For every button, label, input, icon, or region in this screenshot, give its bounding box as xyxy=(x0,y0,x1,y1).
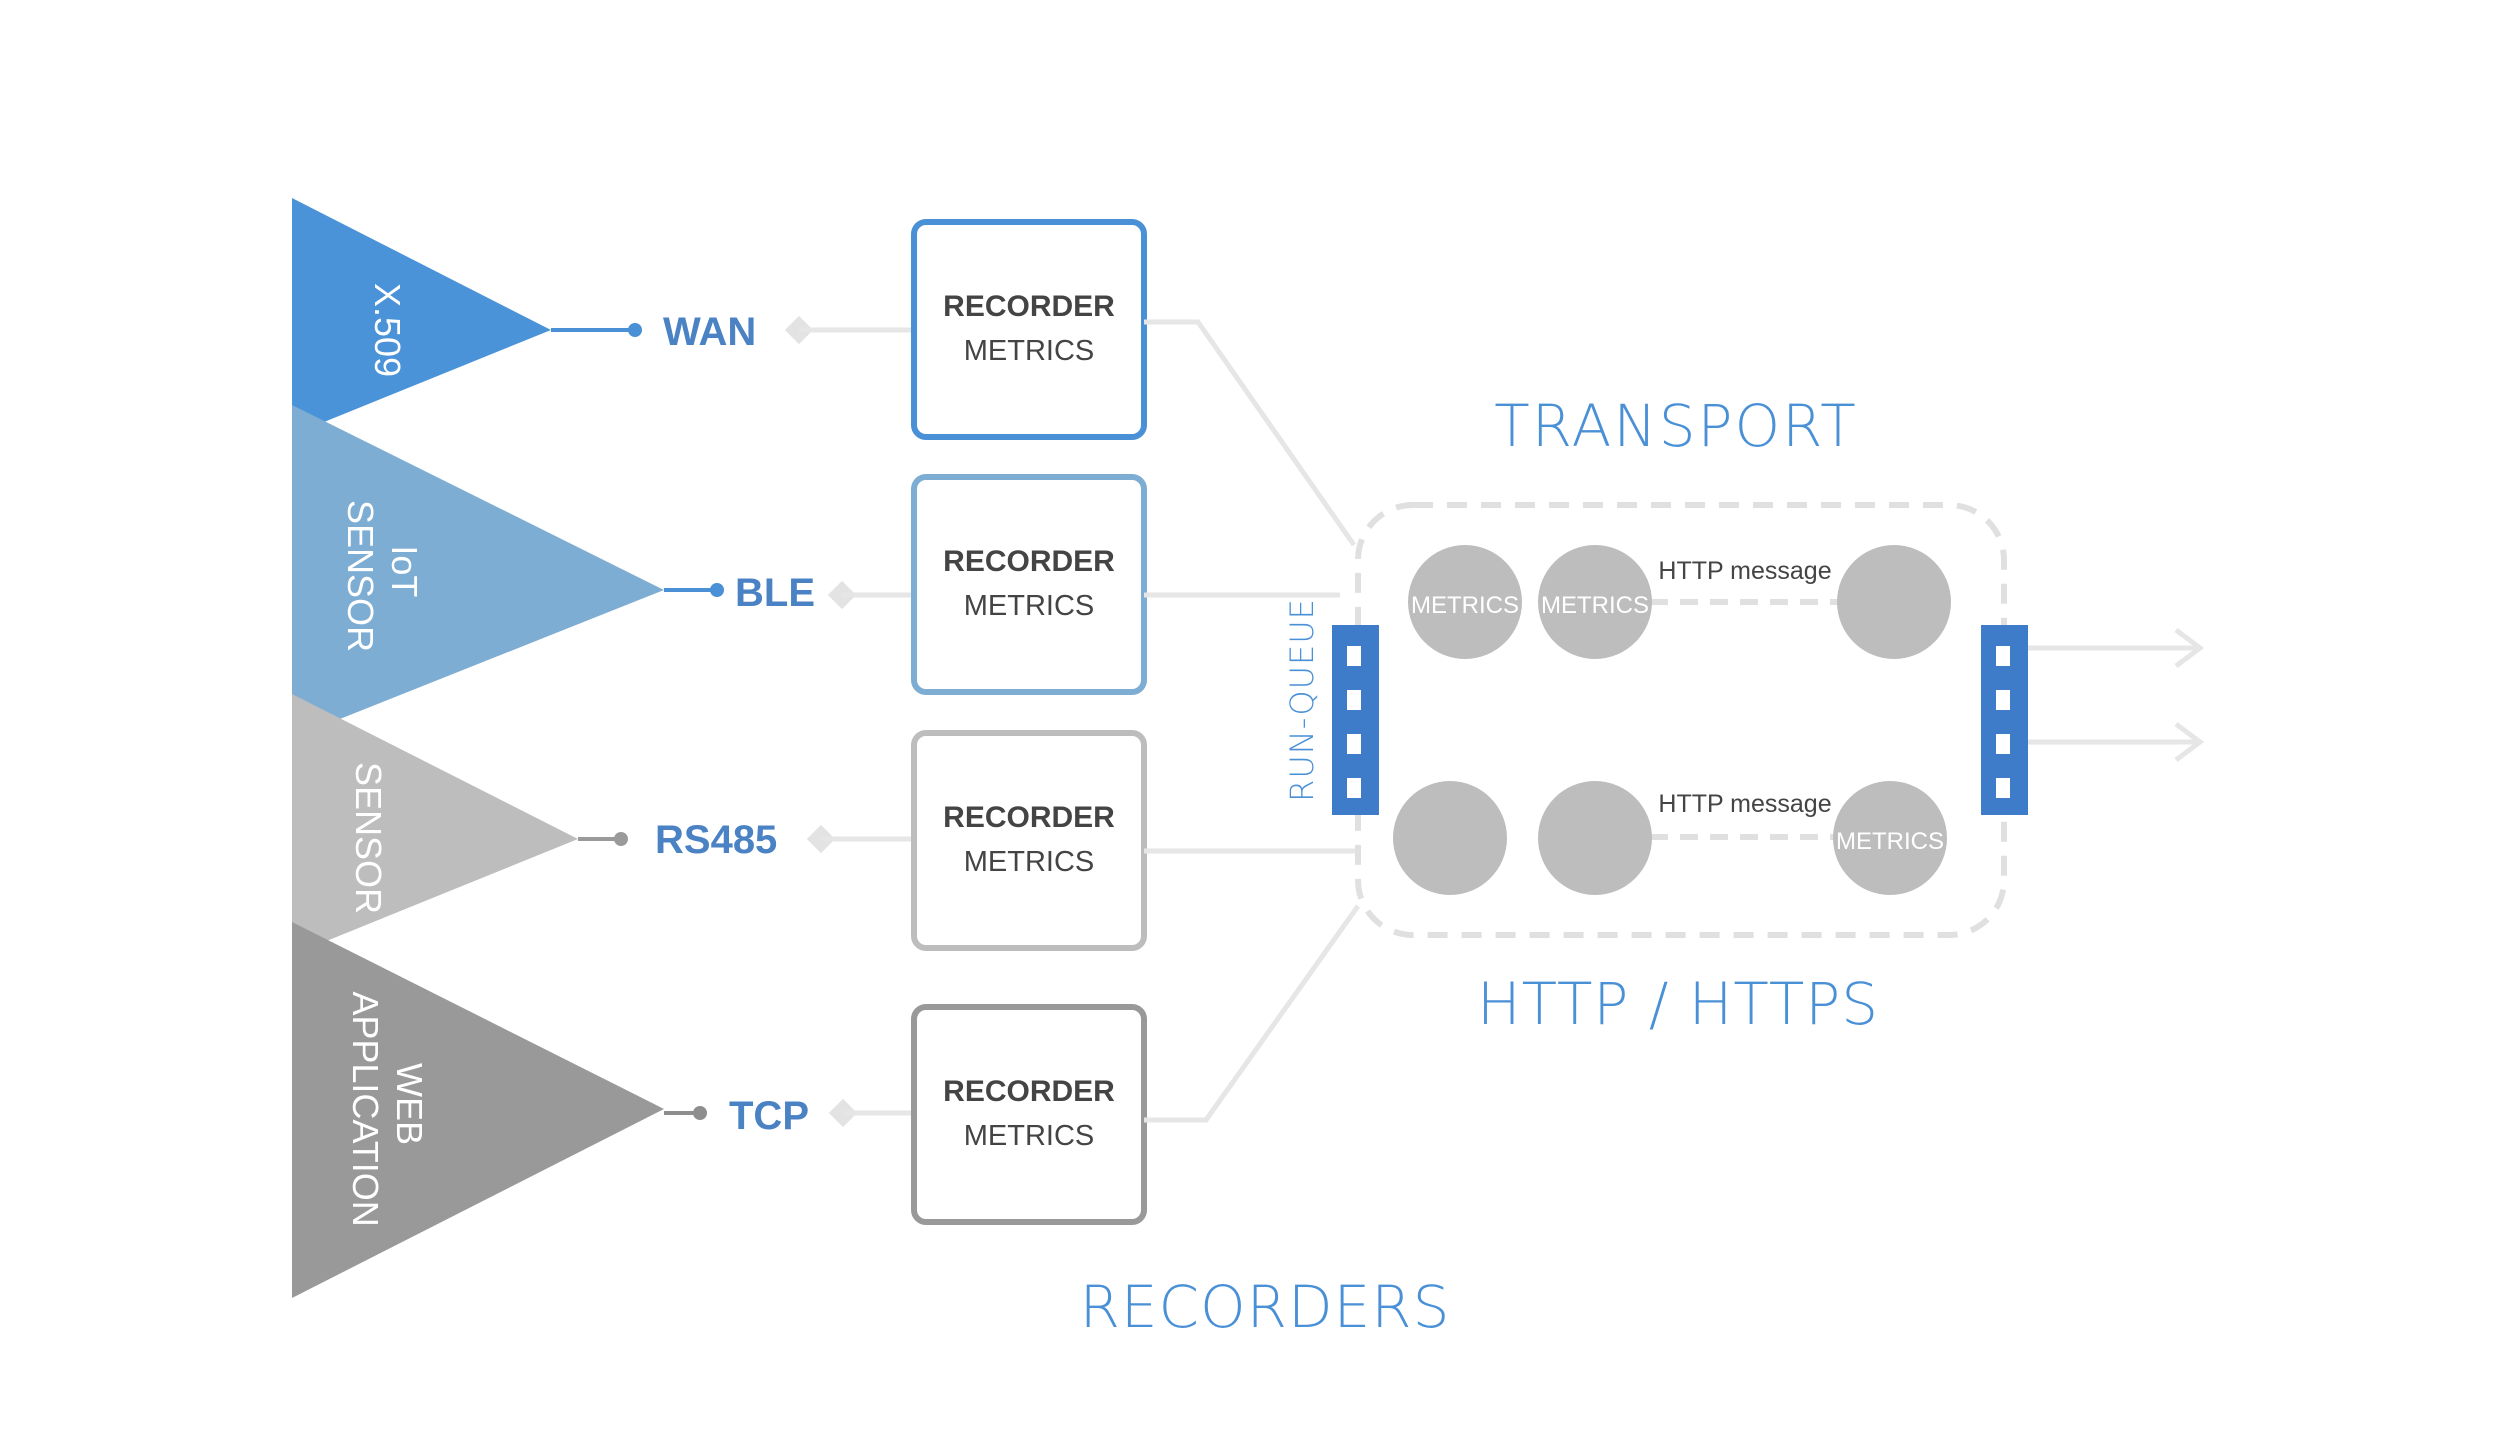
output-arrows xyxy=(2028,628,2205,762)
protocol-label-wan: WAN xyxy=(663,310,756,354)
recorder-frame xyxy=(911,1004,1147,1225)
section-title-recorders: RECORDERS xyxy=(1080,1273,1451,1341)
source-label-x509: X.509 xyxy=(367,283,408,377)
node-metrics-row1-a xyxy=(1408,545,1522,659)
http-message-label-row2: HTTP message xyxy=(1658,790,1831,818)
recorder-box-rs485: RECORDER METRICS xyxy=(911,730,1147,951)
node-label-row1-b: METRICS xyxy=(1541,592,1649,619)
node-empty-row2-b xyxy=(1538,781,1652,895)
source-label-sensor: SENSOR xyxy=(348,762,389,914)
source-triangles: X.509 IoT SENSOR SENSOR WEB APPLICATION xyxy=(292,198,664,1298)
source-label-web-application: WEB APPLICATION xyxy=(345,991,430,1226)
output-arrow-2-head xyxy=(2174,722,2205,762)
run-queue-slot xyxy=(1347,646,1361,666)
protocol-label-tcp: TCP xyxy=(729,1094,809,1138)
node-label-row1-a: METRICS xyxy=(1411,592,1519,619)
http-message-label-row1: HTTP message xyxy=(1658,557,1831,585)
connector-wan-transport xyxy=(1144,319,1357,547)
run-queue-slot xyxy=(1996,778,2010,798)
recorder-subtitle: METRICS xyxy=(964,846,1095,878)
recorder-box-tcp: RECORDER METRICS xyxy=(911,1004,1147,1225)
run-queue-slot xyxy=(1996,646,2010,666)
source-label-iot-sensor: IoT SENSOR xyxy=(340,500,425,652)
run-queue-input: RUN-QUEUE xyxy=(1283,598,1379,815)
protocol-labels: WAN BLE RS485 TCP xyxy=(655,310,815,1138)
output-arrow-1-head xyxy=(2174,628,2205,668)
run-queue-slot xyxy=(1347,734,1361,754)
recorder-title: RECORDER xyxy=(943,545,1115,578)
recorder-frame xyxy=(911,730,1147,951)
recorder-subtitle: METRICS xyxy=(964,335,1095,367)
protocol-label-ble: BLE xyxy=(735,571,815,615)
connector-tcp-transport xyxy=(1144,904,1361,1123)
recorders: RECORDER METRICS RECORDER METRICS RECORD… xyxy=(911,219,1147,1225)
run-queue-output xyxy=(1981,625,2028,815)
source-label-web-line2: APPLICATION xyxy=(345,991,386,1226)
node-metrics-row2-c xyxy=(1833,781,1947,895)
source-triangle-web-application xyxy=(292,922,664,1298)
node-metrics-row1-b xyxy=(1538,545,1652,659)
wan-lead-dot xyxy=(628,323,642,337)
source-triangle-x509 xyxy=(292,198,551,435)
section-title-transport: TRANSPORT xyxy=(1494,392,1857,460)
protocol-connectors xyxy=(551,315,912,1128)
section-title-http: HTTP / HTTPS xyxy=(1477,970,1879,1038)
source-triangle-sensor xyxy=(292,694,578,955)
run-queue-slot xyxy=(1347,690,1361,710)
run-queue-label: RUN-QUEUE xyxy=(1283,598,1321,802)
recorder-to-transport-connectors xyxy=(1144,319,1361,1123)
tcp-lead-dot xyxy=(693,1106,707,1120)
transport-container: METRICS METRICS HTTP message METRICS HTT… xyxy=(1355,502,2007,938)
run-queue-slot xyxy=(1996,734,2010,754)
recorder-box-ble: RECORDER METRICS xyxy=(911,474,1147,695)
recorder-box-wan: RECORDER METRICS xyxy=(911,219,1147,440)
source-label-iot-sensor-line1: IoT xyxy=(384,545,425,597)
recorder-frame xyxy=(911,219,1147,440)
recorder-title: RECORDER xyxy=(943,290,1115,323)
node-empty-row2-a xyxy=(1393,781,1507,895)
recorder-frame xyxy=(911,474,1147,695)
protocol-label-rs485: RS485 xyxy=(655,818,777,862)
ble-lead-dot xyxy=(710,583,724,597)
node-label-row2-c: METRICS xyxy=(1836,828,1944,855)
node-empty-row1-c xyxy=(1837,545,1951,659)
source-label-web-line1: WEB xyxy=(389,1063,430,1145)
recorder-subtitle: METRICS xyxy=(964,1120,1095,1152)
rs485-lead-dot xyxy=(614,832,628,846)
recorder-subtitle: METRICS xyxy=(964,590,1095,622)
source-label-iot-sensor-line2: SENSOR xyxy=(340,500,381,652)
run-queue-slot xyxy=(1347,778,1361,798)
source-triangle-iot-sensor xyxy=(292,405,664,738)
recorder-title: RECORDER xyxy=(943,1075,1115,1108)
run-queue-slot xyxy=(1996,690,2010,710)
recorder-title: RECORDER xyxy=(943,801,1115,834)
